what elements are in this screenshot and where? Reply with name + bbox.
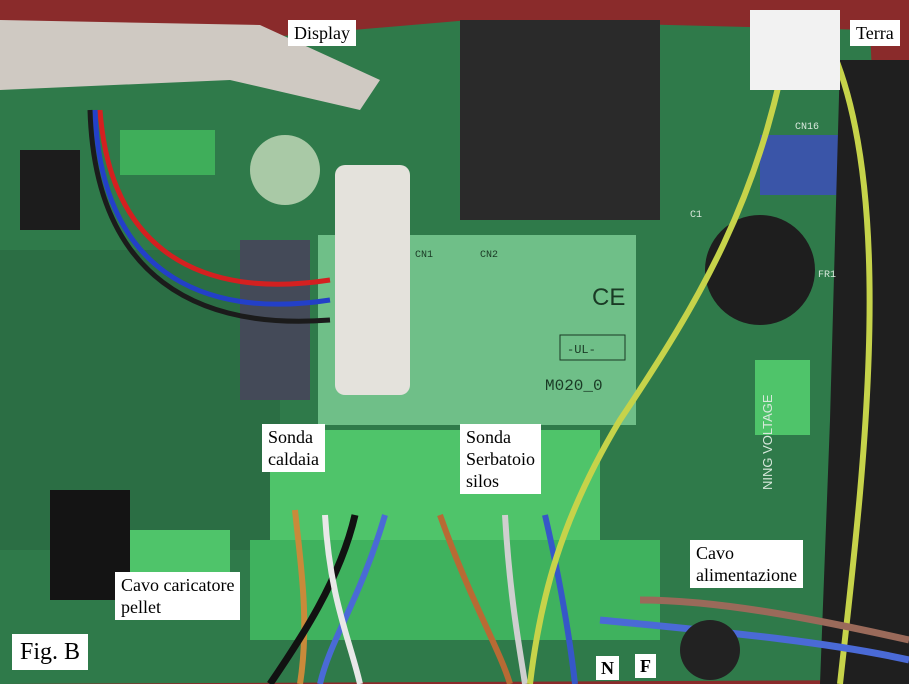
pcb-marking-cn2: CN2: [480, 250, 499, 261]
label-cavo-caricatore: Cavo caricatore pellet: [115, 572, 241, 620]
label-terra: Terra: [850, 20, 900, 46]
label-n: N: [596, 656, 619, 680]
earth-connector: [750, 10, 840, 90]
label-sonda-caldaia: Sonda caldaia: [262, 424, 325, 472]
label-display: Display: [288, 20, 356, 46]
blue-connector: [760, 135, 840, 195]
pcb-marking-c1: C1: [690, 210, 703, 221]
label-cavo-alimentazione: Cavo alimentazione: [690, 540, 803, 588]
label-cavo-caricatore-line-1: Cavo caricatore: [121, 575, 235, 595]
label-cavo-alimentazione-line-2: alimentazione: [696, 565, 797, 585]
board-lower-left: [0, 250, 280, 550]
capacitor: [250, 135, 320, 205]
pellet-connector: [120, 530, 230, 580]
connector-top-left: [120, 130, 215, 175]
earth-wire-2: [827, 43, 873, 684]
label-sonda-serbatoio-line-2: Serbatoio: [466, 449, 535, 469]
wire-brown: [437, 514, 513, 684]
ic-left: [20, 150, 80, 230]
pcb-marking-voltage: NING VOLTAGE: [760, 394, 775, 490]
label-sonda-serbatoio-line-1: Sonda: [466, 427, 511, 447]
figure-label: Fig. B: [12, 634, 89, 670]
cable-gland: [680, 620, 740, 680]
wire-white: [322, 514, 363, 684]
label-sonda-serbatoio: Sonda Serbatoio silos: [460, 424, 541, 494]
wire-blue: [92, 109, 331, 307]
wire-dark: [87, 109, 331, 324]
label-f: F: [635, 654, 656, 678]
wire-grey: [502, 514, 528, 684]
label-sonda-serbatoio-line-3: silos: [466, 471, 500, 491]
label-sonda-caldaia-line-2: caldaia: [268, 449, 319, 469]
label-sonda-caldaia-line-1: Sonda: [268, 427, 313, 447]
wire-blue-3: [542, 514, 578, 684]
pcb-marking-cn16: CN16: [795, 122, 820, 133]
label-cavo-alimentazione-line-1: Cavo: [696, 543, 734, 563]
transformer: [460, 20, 660, 220]
wire-black: [267, 514, 359, 684]
power-wire-brown: [639, 596, 909, 644]
label-cavo-caricatore-line-2: pellet: [121, 597, 161, 617]
ribbon-cable: [0, 20, 380, 110]
ce-mark: CE: [592, 284, 625, 311]
wire-blue-2: [317, 514, 388, 684]
pcb-marking-cn1: CN1: [415, 250, 434, 261]
power-wire-blue: [599, 616, 909, 664]
standoff: [335, 165, 410, 395]
earth-wire-1: [527, 29, 793, 684]
wire-orange: [292, 509, 308, 684]
ul-mark: -UL-: [567, 343, 596, 357]
model-mark: M020_0: [545, 377, 603, 395]
black-housing: [820, 60, 909, 684]
wire-red: [97, 109, 331, 287]
buzzer: [705, 215, 815, 325]
ul-box: [559, 334, 626, 361]
pcb-marking-fr1: FR1: [818, 270, 837, 281]
right-connector: [755, 360, 810, 435]
